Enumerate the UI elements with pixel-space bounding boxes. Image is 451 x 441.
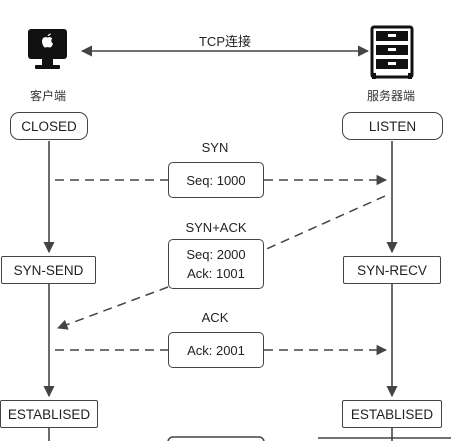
ack-message-box: Ack: 2001 (168, 332, 264, 368)
synack-ack-text: Ack: 1001 (187, 266, 245, 281)
syn-seq-text: Seq: 1000 (186, 172, 246, 188)
ack-message-name: ACK (201, 310, 229, 325)
synack-arrow-upper (261, 195, 386, 252)
ack-ack-text: Ack: 2001 (187, 342, 245, 358)
server-icon (370, 25, 414, 79)
server-state-listen: LISTEN (342, 112, 443, 140)
syn-message-box: Seq: 1000 (168, 162, 264, 198)
client-state-established: ESTABLISED (0, 400, 98, 428)
syn-message-name: SYN (201, 140, 229, 155)
client-label: 客户端 (29, 89, 67, 103)
tcp-connection-label: TCP连接 (198, 34, 252, 49)
synack-arrow-lower (57, 286, 169, 330)
synack-seq-text: Seq: 2000 (186, 247, 246, 262)
desktop-computer-icon (28, 29, 67, 69)
client-state-closed: CLOSED (10, 112, 88, 140)
client-state-syn-send: SYN-SEND (1, 256, 96, 284)
synack-message-name: SYN+ACK (185, 220, 247, 235)
server-state-established: ESTABLISED (342, 400, 442, 428)
server-label: 服务器端 (366, 89, 416, 103)
server-state-syn-recv: SYN-RECV (343, 256, 441, 284)
synack-message-box: Seq: 2000 Ack: 1001 (168, 239, 264, 289)
bottom-message-box-partial (167, 436, 265, 441)
